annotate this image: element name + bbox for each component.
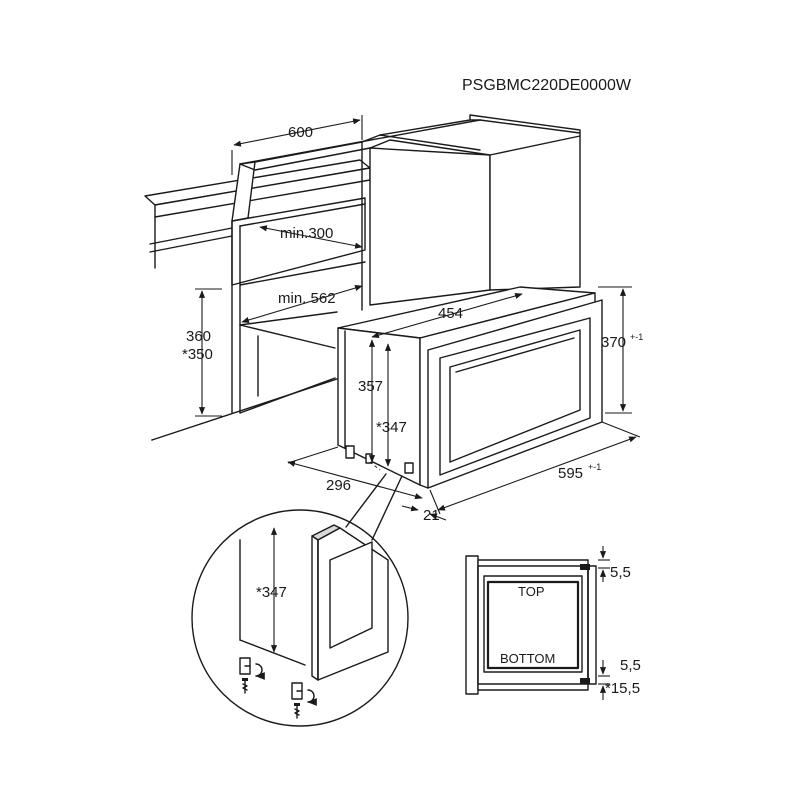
label-niche-height: 360 (186, 328, 211, 345)
rotate-arrow-icon (255, 663, 317, 706)
label-min-562: min. 562 (278, 290, 336, 307)
label-oven-body-height: 357 (358, 378, 383, 395)
detail-circle: *347 (191, 509, 409, 727)
label-front-thickness: 21 (423, 507, 440, 524)
front-gap-diagram: TOP BOTTOM 5,5 5,5 *15,5 (465, 546, 641, 700)
label-oven-depth: 296 (326, 477, 351, 494)
dim-cabinet-depth: 600 (231, 115, 363, 175)
screw-icon (242, 678, 300, 719)
label-gap-bottom-alt: *15,5 (605, 680, 640, 697)
dim-front-height: 370 +-1 (598, 286, 643, 414)
dim-oven-body-height: 357 *347 (358, 339, 407, 467)
label-niche-height-alt: *350 (182, 346, 213, 363)
label-cabinet-depth: 600 (288, 124, 313, 141)
label-gap-bottom: 5,5 (620, 657, 641, 674)
label-bottom: BOTTOM (500, 651, 555, 666)
dim-niche-height: 360 *350 (182, 288, 222, 417)
dim-oven-width: 454 (371, 292, 523, 339)
dim-oven-depth: 296 (287, 446, 423, 500)
detail-leader-2 (371, 475, 403, 541)
model-code: PSGBMC220DE0000W (462, 77, 632, 94)
dim-front-thickness: 21 (401, 505, 447, 524)
dim-min-562: min. 562 (241, 285, 363, 323)
label-oven-body-height-alt: *347 (376, 419, 407, 436)
label-front-height-tol: +-1 (630, 332, 643, 342)
cabinet-structure (144, 114, 581, 441)
label-min-300: min.300 (280, 225, 333, 242)
label-top: TOP (518, 584, 545, 599)
label-front-width: 595 (558, 465, 583, 482)
label-front-width-tol: +-1 (588, 462, 601, 472)
label-detail-height: *347 (256, 584, 287, 601)
label-oven-width: 454 (438, 305, 463, 322)
detail-leader-1 (345, 473, 387, 528)
dim-front-width: 595 +-1 (429, 421, 641, 515)
dim-min-300: min.300 (259, 225, 363, 249)
label-front-height: 370 (601, 334, 626, 351)
label-gap-top: 5,5 (610, 564, 631, 581)
